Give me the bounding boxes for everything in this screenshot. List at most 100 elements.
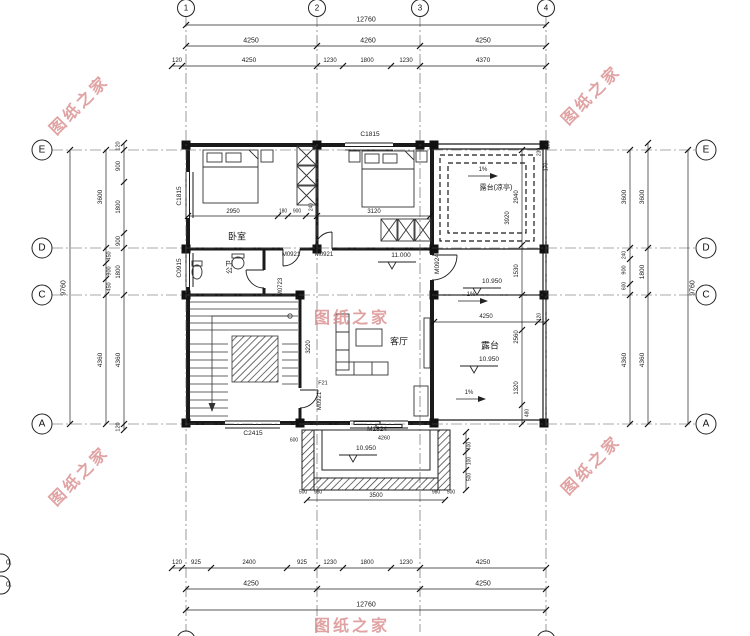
dim-label-4250: 4250 xyxy=(475,580,491,588)
dim-tick xyxy=(430,318,438,326)
level-10.950-terrace: 10.950 xyxy=(479,355,499,363)
door-m1824-entrance: M1824 xyxy=(367,425,387,433)
dim-label-100: 100 xyxy=(466,456,473,466)
dim-tick xyxy=(120,426,128,434)
dim-tick xyxy=(441,496,449,504)
dim-label-4250: 4250 xyxy=(475,558,491,566)
dim-tick xyxy=(387,62,395,70)
dim-tick xyxy=(313,564,321,572)
dim-label-3500: 3500 xyxy=(369,493,383,499)
room-bathroom: 公卫 xyxy=(226,260,234,274)
dim-tick xyxy=(462,437,470,445)
dim-tick xyxy=(644,244,652,252)
level-11.000: 11.000 xyxy=(391,251,411,259)
dim-label-3600: 3600 xyxy=(638,189,646,205)
grid-bubble-cut-label: 0. xyxy=(6,581,12,589)
dim-tick xyxy=(120,178,128,186)
dim-tick xyxy=(102,291,110,299)
dim-tick xyxy=(178,564,186,572)
dim-tick xyxy=(184,212,192,220)
window-c1815-left: C1815 xyxy=(175,186,183,206)
dim-tick xyxy=(303,496,311,504)
dim-label-1800: 1800 xyxy=(116,200,122,214)
dim-label-3920: 3920 xyxy=(505,211,511,225)
watermark: 图纸之家 xyxy=(313,310,391,327)
dim-label-600: 600 xyxy=(621,281,628,291)
dim-tick xyxy=(626,291,634,299)
dim-label-4250: 4250 xyxy=(241,56,257,64)
dim-tick xyxy=(120,291,128,299)
dim-label-600: 600 xyxy=(289,437,299,444)
door-m0921-hall: M0921 xyxy=(281,252,301,258)
dim-label-9760: 9760 xyxy=(60,280,68,296)
room-terrace: 露台 xyxy=(480,340,500,351)
dim-label-4250: 4250 xyxy=(475,37,491,45)
slope-1pct-mid: 1% xyxy=(466,292,476,298)
dim-tick xyxy=(102,420,110,428)
level-10.950-hall: 10.950 xyxy=(482,277,502,285)
slope-arrows xyxy=(456,173,498,402)
dim-label-1800: 1800 xyxy=(360,58,374,64)
window-c2415-bottom: C2415 xyxy=(243,429,263,437)
stairs xyxy=(190,301,298,417)
window-c0915-left: C0915 xyxy=(175,258,183,278)
dim-tick xyxy=(626,146,634,154)
dim-label-100: 100 xyxy=(545,140,552,150)
grid-bubble-label-1: 1 xyxy=(184,4,189,13)
grid-bubble-label-A: A xyxy=(703,419,710,430)
dim-tick xyxy=(66,146,74,154)
door-m0921-stair: M0921 xyxy=(317,391,323,411)
dim-tick xyxy=(462,466,470,474)
grid-bubble-col-4 xyxy=(537,0,555,17)
ref-f21: F21 xyxy=(318,380,328,387)
dim-label-450: 450 xyxy=(106,251,113,261)
window-c1815-top: C1815 xyxy=(360,130,380,138)
dim-label-120: 120 xyxy=(115,141,122,151)
dim-label-500: 500 xyxy=(446,489,456,496)
entrance-porch xyxy=(301,429,451,491)
dim-label-120: 120 xyxy=(536,312,543,322)
dim-tick xyxy=(644,420,652,428)
dim-tick xyxy=(102,275,110,283)
dim-label-120: 120 xyxy=(171,560,183,566)
dim-label-230: 230 xyxy=(536,147,543,157)
dim-label-980: 980 xyxy=(313,489,323,496)
level-10.950-porch: 10.950 xyxy=(356,444,376,452)
level-marks xyxy=(339,261,501,463)
dim-label-925: 925 xyxy=(190,560,202,566)
dim-tick xyxy=(426,212,434,220)
grid-bubble-C-left xyxy=(31,284,53,306)
dim-tick xyxy=(207,564,215,572)
dim-tick xyxy=(416,42,424,50)
dim-tick xyxy=(387,564,395,572)
door-m0924-terrace: M0924 xyxy=(433,254,441,274)
dim-tick xyxy=(462,448,470,456)
grid-bubble-label-C: C xyxy=(702,290,709,301)
dim-tick xyxy=(182,42,190,50)
dim-label-450: 450 xyxy=(106,282,113,292)
dim-tick xyxy=(644,146,652,154)
dim-tick xyxy=(120,146,128,154)
dim-tick xyxy=(416,564,424,572)
grid-bubble-D-right xyxy=(695,237,717,259)
grid-bubble-label-A: A xyxy=(39,419,46,430)
dim-label-1530: 1530 xyxy=(514,264,520,278)
dim-tick xyxy=(182,21,190,29)
dim-label-3220: 3220 xyxy=(306,340,312,354)
dim-label-1800: 1800 xyxy=(360,560,374,566)
grid-bubble-A-right xyxy=(695,413,717,435)
dim-tick xyxy=(313,42,321,50)
grid-bubble-D-left xyxy=(31,237,53,259)
dim-tick xyxy=(542,585,550,593)
dim-label-1800: 1800 xyxy=(116,265,122,279)
doors xyxy=(245,231,458,409)
dim-label-1230: 1230 xyxy=(323,560,337,566)
dim-label-3600: 3600 xyxy=(96,189,104,205)
door-m0723-bath: M0723 xyxy=(278,277,284,297)
dim-tick xyxy=(182,606,190,614)
dim-tick xyxy=(462,428,470,436)
dim-tick xyxy=(168,564,176,572)
dim-tick xyxy=(120,229,128,237)
slope-1pct-low: 1% xyxy=(464,390,474,396)
dim-label-240: 240 xyxy=(308,202,315,212)
